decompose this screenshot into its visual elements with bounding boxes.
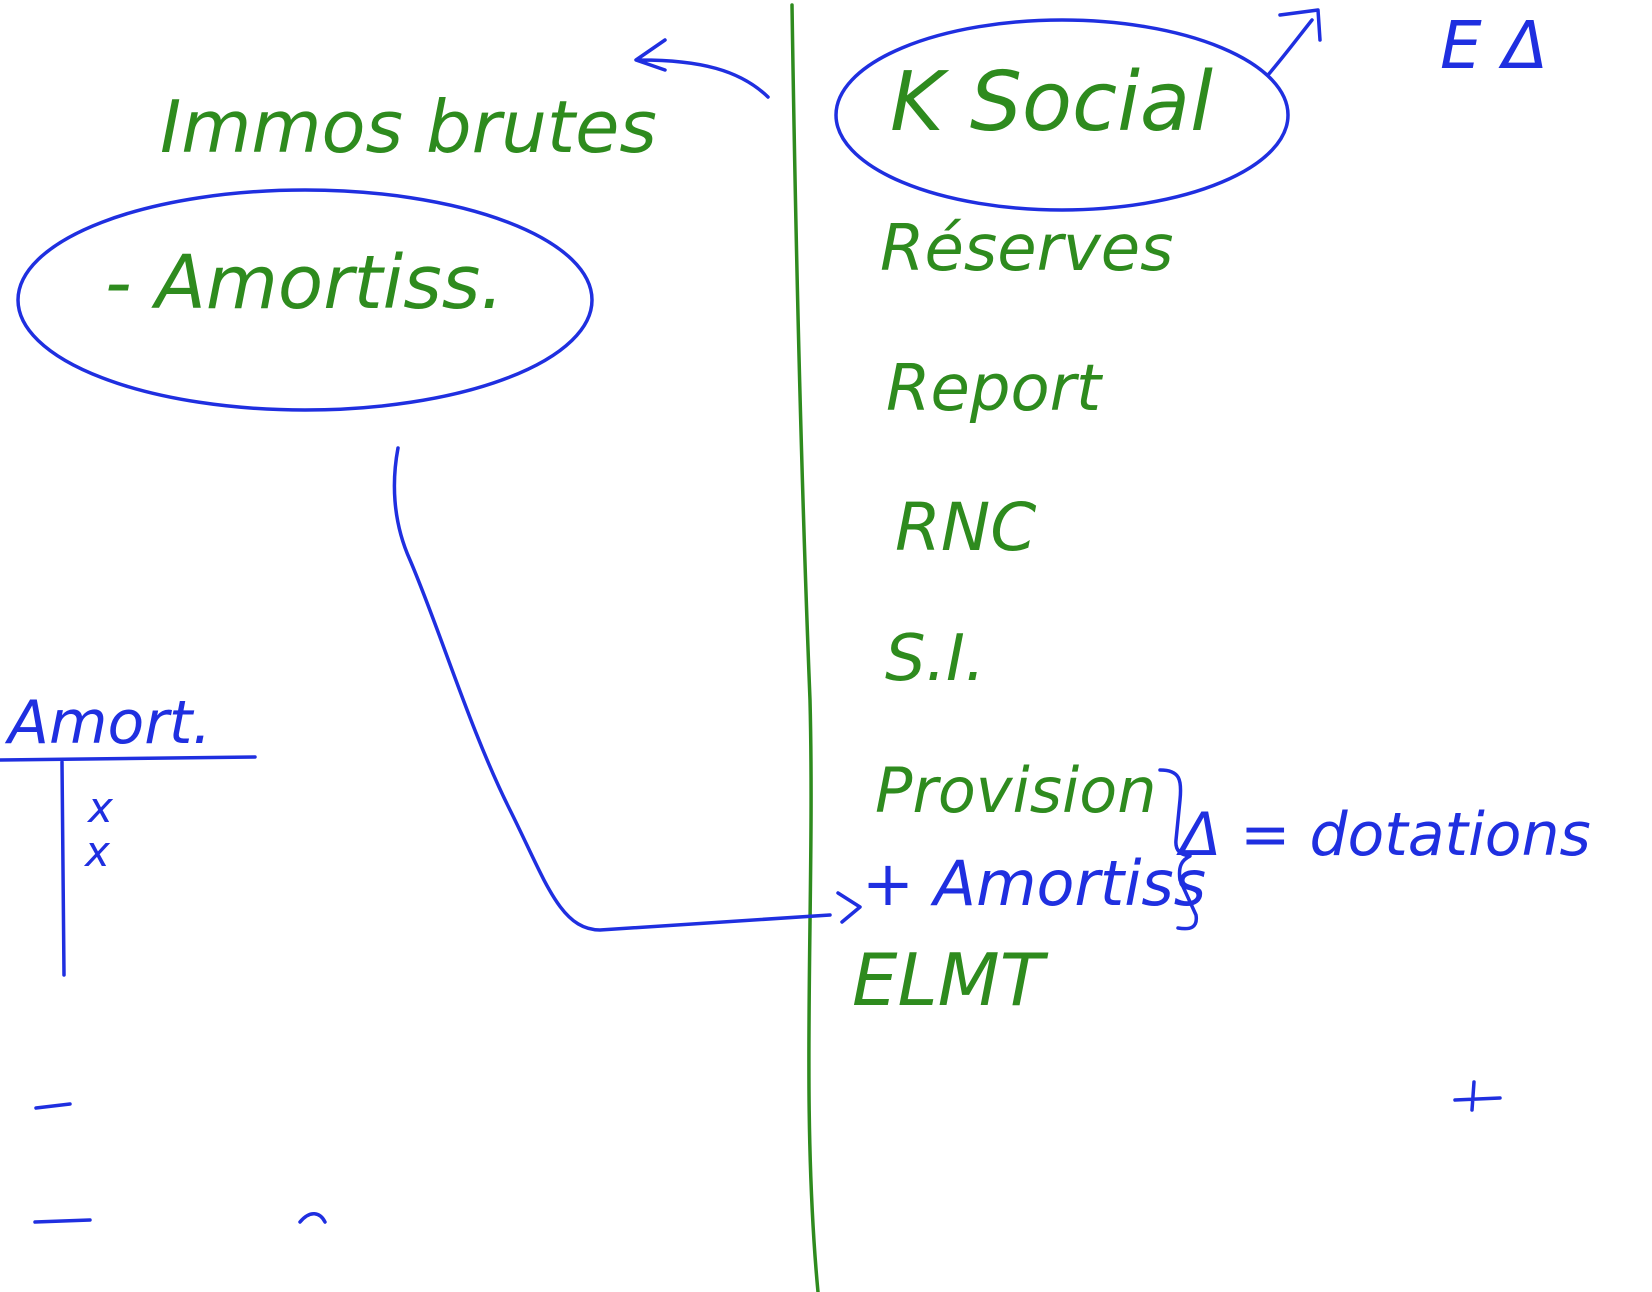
liability-item: Report <box>886 352 1104 426</box>
liability-item: Provision <box>875 754 1156 827</box>
t-account-horizontal <box>0 755 257 762</box>
k-social-circle <box>834 18 1290 212</box>
k-social-arrow <box>1266 8 1322 77</box>
minus-amortiss-label: - Amortiss. <box>105 240 504 326</box>
top-left-arrow <box>634 38 770 99</box>
corner-mark: E Δ <box>1440 7 1548 84</box>
amortiss-circle <box>16 188 594 412</box>
liability-item: Réserves <box>880 212 1173 286</box>
stray-mark-right <box>1453 1080 1502 1112</box>
t-account-vertical <box>60 760 66 977</box>
immos-brutes-heading: Immos brutes <box>160 85 657 169</box>
stray-mark-left <box>34 1102 72 1110</box>
dotations-note: Δ = dotations <box>1176 800 1591 870</box>
liability-item: RNC <box>895 489 1036 566</box>
stray-mark-bottom <box>33 1212 327 1224</box>
liability-item: S.I. <box>885 622 985 696</box>
link-arrow-line <box>392 446 832 932</box>
liability-item: ELMT <box>852 938 1049 1022</box>
curly-brace <box>1158 768 1199 931</box>
liability-item: K Social <box>890 55 1213 150</box>
liability-item-amortiss: + Amortiss <box>862 847 1206 920</box>
t-account-title: Amort. <box>4 688 211 758</box>
center-divider-line <box>790 3 820 1292</box>
link-arrow-head <box>836 891 862 924</box>
t-account-entry: x <box>86 783 114 832</box>
t-account-entry: x <box>83 827 111 876</box>
